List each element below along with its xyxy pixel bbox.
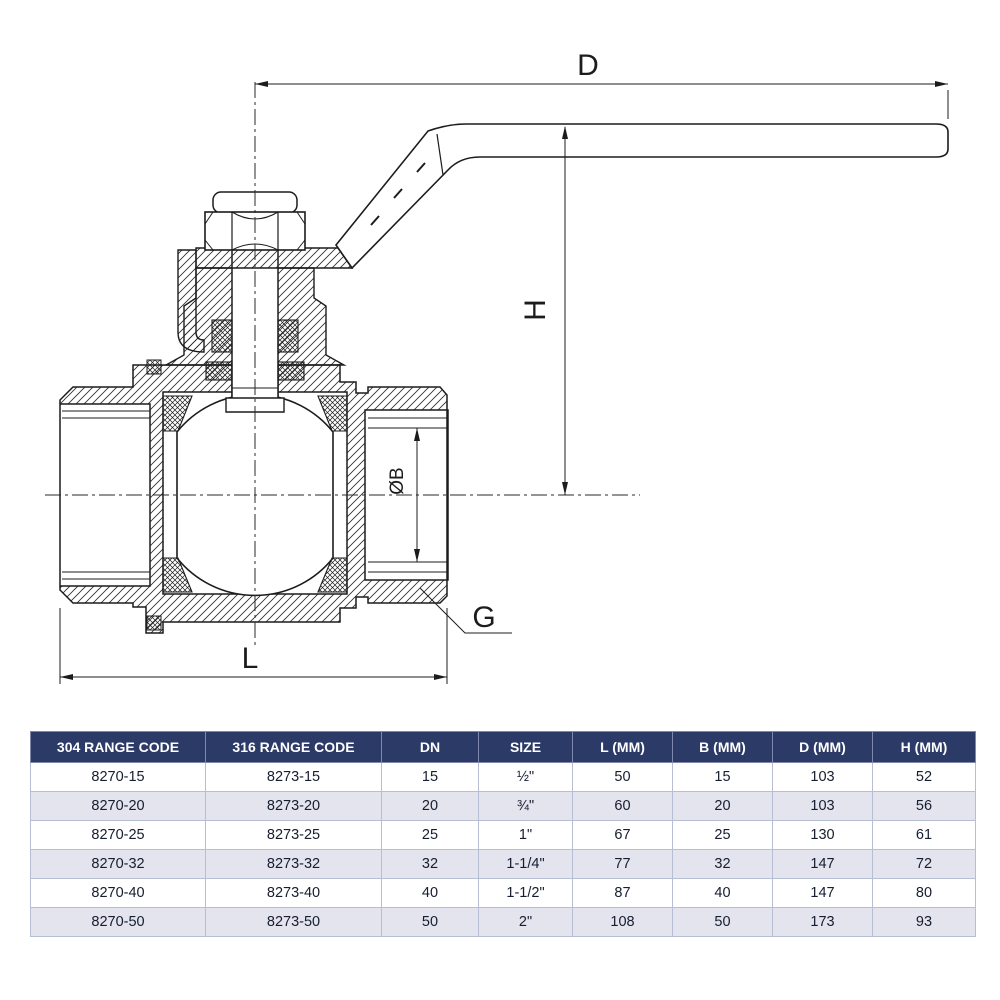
handle xyxy=(177,123,949,353)
table-cell: 93 xyxy=(872,907,976,937)
table-cell: 147 xyxy=(772,878,873,908)
table-cell: 25 xyxy=(672,820,773,850)
table-cell: 8270-25 xyxy=(30,820,206,850)
column-header: B (MM) xyxy=(672,731,773,763)
table-cell: 77 xyxy=(572,849,673,879)
table-cell: 67 xyxy=(572,820,673,850)
table-cell: 52 xyxy=(872,762,976,792)
dimension-g: G xyxy=(419,587,512,634)
body-seal-bottom xyxy=(146,615,162,631)
ball-valve-section-drawing: D H L ØB G xyxy=(45,49,949,684)
table-cell: 147 xyxy=(772,849,873,879)
stem-packing xyxy=(205,319,305,381)
dimension-b: ØB xyxy=(387,428,420,562)
column-header: L (MM) xyxy=(572,731,673,763)
dim-g-label: G xyxy=(472,601,495,634)
table-cell: 8273-25 xyxy=(205,820,382,850)
table-cell: 61 xyxy=(872,820,976,850)
column-header: DN xyxy=(381,731,479,763)
dimension-d: D xyxy=(255,49,949,119)
table-cell: 60 xyxy=(572,791,673,821)
table-cell: 1-1/2" xyxy=(478,878,573,908)
table-cell: 40 xyxy=(672,878,773,908)
table-cell: 8270-40 xyxy=(30,878,206,908)
body-seal-top xyxy=(146,359,162,375)
table-cell: 108 xyxy=(572,907,673,937)
table-cell: ½" xyxy=(478,762,573,792)
table-cell: 8270-15 xyxy=(30,762,206,792)
table-cell: 15 xyxy=(672,762,773,792)
valve-body xyxy=(59,359,449,634)
dim-h-label: H xyxy=(519,299,552,321)
dim-l-label: L xyxy=(242,642,259,675)
left-port-thread-lines xyxy=(62,410,150,580)
table-cell: ¾" xyxy=(478,791,573,821)
handle-stop-tab xyxy=(177,249,205,353)
ball-seats xyxy=(162,395,348,593)
dim-d-label: D xyxy=(577,49,599,82)
table-cell: 87 xyxy=(572,878,673,908)
table-cell: 130 xyxy=(772,820,873,850)
dim-b-label: ØB xyxy=(387,467,408,494)
table-cell: 56 xyxy=(872,791,976,821)
table-cell: 8273-32 xyxy=(205,849,382,879)
column-header: SIZE xyxy=(478,731,573,763)
table-cell: 1-1/4" xyxy=(478,849,573,879)
handle-mount-plate xyxy=(195,247,354,269)
table-cell: 25 xyxy=(381,820,479,850)
table-cell: 8270-32 xyxy=(30,849,206,879)
table-cell: 72 xyxy=(872,849,976,879)
table-cell: 8273-40 xyxy=(205,878,382,908)
table-cell: 103 xyxy=(772,791,873,821)
table-cell: 50 xyxy=(572,762,673,792)
table-cell: 8270-50 xyxy=(30,907,206,937)
right-port-thread-lines xyxy=(368,417,447,573)
table-cell: 8273-15 xyxy=(205,762,382,792)
table-cell: 173 xyxy=(772,907,873,937)
column-header: 304 RANGE CODE xyxy=(30,731,206,763)
table-cell: 8273-20 xyxy=(205,791,382,821)
table-cell: 8270-20 xyxy=(30,791,206,821)
dimension-h: H xyxy=(519,126,568,495)
table-cell: 32 xyxy=(672,849,773,879)
table-cell: 20 xyxy=(381,791,479,821)
dimension-l: L xyxy=(59,608,448,684)
table-cell: 80 xyxy=(872,878,976,908)
table-cell: 103 xyxy=(772,762,873,792)
table-cell: 40 xyxy=(381,878,479,908)
handle-bend-line xyxy=(436,133,444,176)
table-cell: 50 xyxy=(672,907,773,937)
table-cell: 1" xyxy=(478,820,573,850)
column-header: H (MM) xyxy=(872,731,976,763)
table-cell: 2" xyxy=(478,907,573,937)
column-header: D (MM) xyxy=(772,731,873,763)
table-cell: 32 xyxy=(381,849,479,879)
table-cell: 8273-50 xyxy=(205,907,382,937)
table-cell: 20 xyxy=(672,791,773,821)
centerlines xyxy=(45,82,640,645)
table-cell: 50 xyxy=(381,907,479,937)
handle-bend-ticks xyxy=(370,162,426,226)
table-cell: 15 xyxy=(381,762,479,792)
column-header: 316 RANGE CODE xyxy=(205,731,382,763)
handle-lever xyxy=(335,123,949,270)
